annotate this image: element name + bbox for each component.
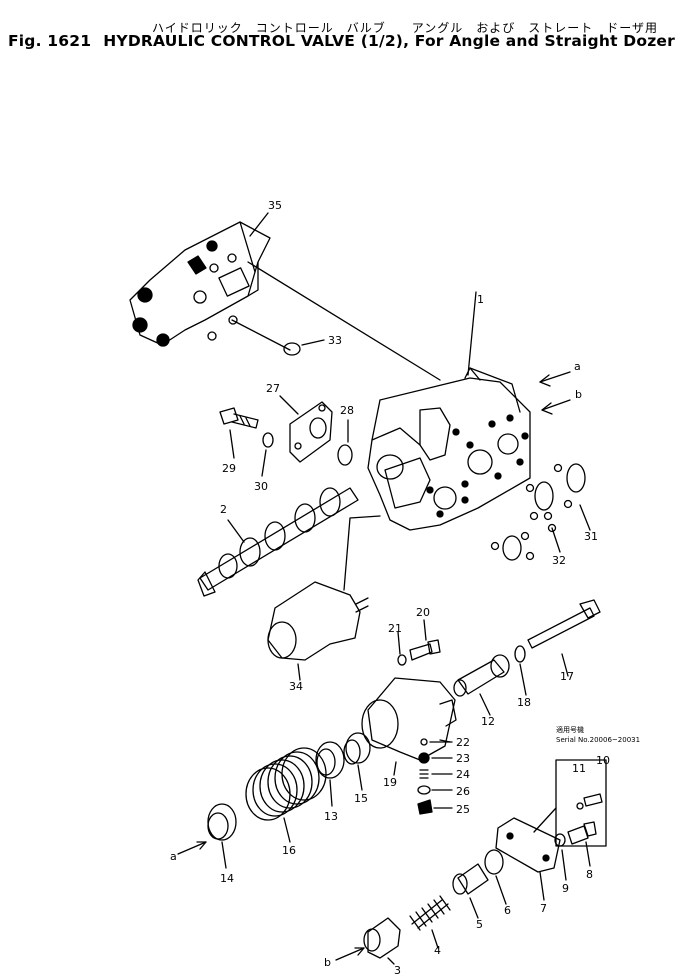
label-34: 34 bbox=[289, 680, 303, 693]
label-16: 16 bbox=[282, 844, 296, 857]
part-27-flange bbox=[289, 401, 333, 463]
part-labels: 35 1 33 27 28 29 30 2 34 31 32 20 21 17 … bbox=[170, 199, 640, 977]
part-8-bolt bbox=[567, 821, 597, 845]
part-23-seat bbox=[418, 752, 430, 764]
japanese-title: ハイドロリック コントロール バルブ アングル および ストレート ドーザ用 bbox=[152, 19, 658, 36]
label-arrow-b-top: b bbox=[575, 388, 582, 401]
label-7: 7 bbox=[540, 902, 547, 915]
part-30-washer bbox=[262, 432, 274, 448]
label-4: 4 bbox=[434, 944, 441, 957]
label-6: 6 bbox=[504, 904, 511, 917]
label-27: 27 bbox=[266, 382, 280, 395]
label-21: 21 bbox=[388, 622, 402, 635]
label-3: 3 bbox=[394, 964, 401, 977]
label-8: 8 bbox=[586, 868, 593, 881]
part-25-plug bbox=[417, 799, 433, 815]
label-30: 30 bbox=[254, 480, 268, 493]
serial-note-japanese: 適用号機 bbox=[556, 725, 584, 734]
label-33: 33 bbox=[328, 334, 342, 347]
label-arrow-a-top: a bbox=[574, 360, 581, 373]
label-arrow-b-bottom: b bbox=[324, 956, 331, 969]
label-13: 13 bbox=[324, 810, 338, 823]
part-29-bolt bbox=[219, 407, 259, 429]
arrow-b-top bbox=[541, 399, 571, 415]
part-31-32-o-rings bbox=[490, 463, 586, 561]
label-19: 19 bbox=[383, 776, 397, 789]
part-12-piston bbox=[453, 654, 510, 697]
part-24-spring bbox=[419, 769, 429, 779]
label-15: 15 bbox=[354, 792, 368, 805]
part-13-collar bbox=[315, 741, 345, 779]
part-16-spring bbox=[245, 747, 327, 821]
part-11-washer bbox=[576, 802, 584, 810]
part-6-o-ring bbox=[484, 849, 504, 875]
label-2: 2 bbox=[220, 503, 227, 516]
part-34-cap bbox=[267, 581, 369, 661]
label-26: 26 bbox=[456, 785, 470, 798]
part-20-bolt bbox=[409, 639, 441, 661]
label-22: 22 bbox=[456, 736, 470, 749]
serial-note-text: Serial No.20006~20031 bbox=[556, 736, 640, 744]
part-21-washer bbox=[397, 654, 407, 666]
part-15-sleeve bbox=[343, 732, 371, 765]
label-28: 28 bbox=[340, 404, 354, 417]
arrow-a-bottom bbox=[177, 841, 207, 855]
label-35: 35 bbox=[268, 199, 282, 212]
label-9: 9 bbox=[562, 882, 569, 895]
part-28-o-ring bbox=[337, 444, 353, 466]
label-10: 10 bbox=[596, 754, 610, 767]
label-31: 31 bbox=[584, 530, 598, 543]
part-26-plug bbox=[417, 785, 431, 795]
arrow-a-top bbox=[539, 371, 571, 387]
part-3-cap bbox=[363, 917, 401, 959]
label-1: 1 bbox=[477, 293, 484, 306]
part-9-washer bbox=[554, 833, 566, 847]
label-23: 23 bbox=[456, 752, 470, 765]
figure-number: Fig. 1621 bbox=[8, 32, 92, 50]
figure-title: Fig. 1621 HYDRAULIC CONTROL VALVE (1/2), … bbox=[8, 32, 675, 50]
part-33-o-ring bbox=[283, 342, 301, 356]
label-20: 20 bbox=[416, 606, 430, 619]
part-4-spring bbox=[409, 895, 451, 931]
part-7-plate bbox=[495, 817, 561, 873]
label-25: 25 bbox=[456, 803, 470, 816]
japanese-title-text: ハイドロリック コントロール バルブ アングル および ストレート ドーザ用 bbox=[152, 21, 659, 35]
label-18: 18 bbox=[517, 696, 531, 709]
serial-bracket bbox=[555, 759, 607, 847]
part-5-piston bbox=[452, 863, 489, 895]
part-10-bolt bbox=[583, 793, 603, 807]
label-24: 24 bbox=[456, 768, 470, 781]
label-14: 14 bbox=[220, 872, 234, 885]
label-17: 17 bbox=[560, 670, 574, 683]
arrow-b-bottom bbox=[335, 947, 365, 961]
label-29: 29 bbox=[222, 462, 236, 475]
label-12: 12 bbox=[481, 715, 495, 728]
part-19-cover bbox=[361, 677, 457, 761]
part-18-washer bbox=[514, 645, 526, 663]
figure-english-title: HYDRAULIC CONTROL VALVE (1/2), For Angle… bbox=[103, 32, 675, 50]
label-11: 11 bbox=[572, 762, 586, 775]
part-2-spool bbox=[197, 487, 359, 597]
label-arrow-a-bottom: a bbox=[170, 850, 177, 863]
part-14-cap bbox=[207, 803, 237, 841]
label-32: 32 bbox=[552, 554, 566, 567]
label-5: 5 bbox=[476, 918, 483, 931]
part-35-block bbox=[129, 221, 271, 347]
part-22-ball bbox=[420, 738, 428, 746]
part-17-bolt bbox=[527, 599, 601, 649]
part-1-valve-body bbox=[367, 367, 531, 531]
